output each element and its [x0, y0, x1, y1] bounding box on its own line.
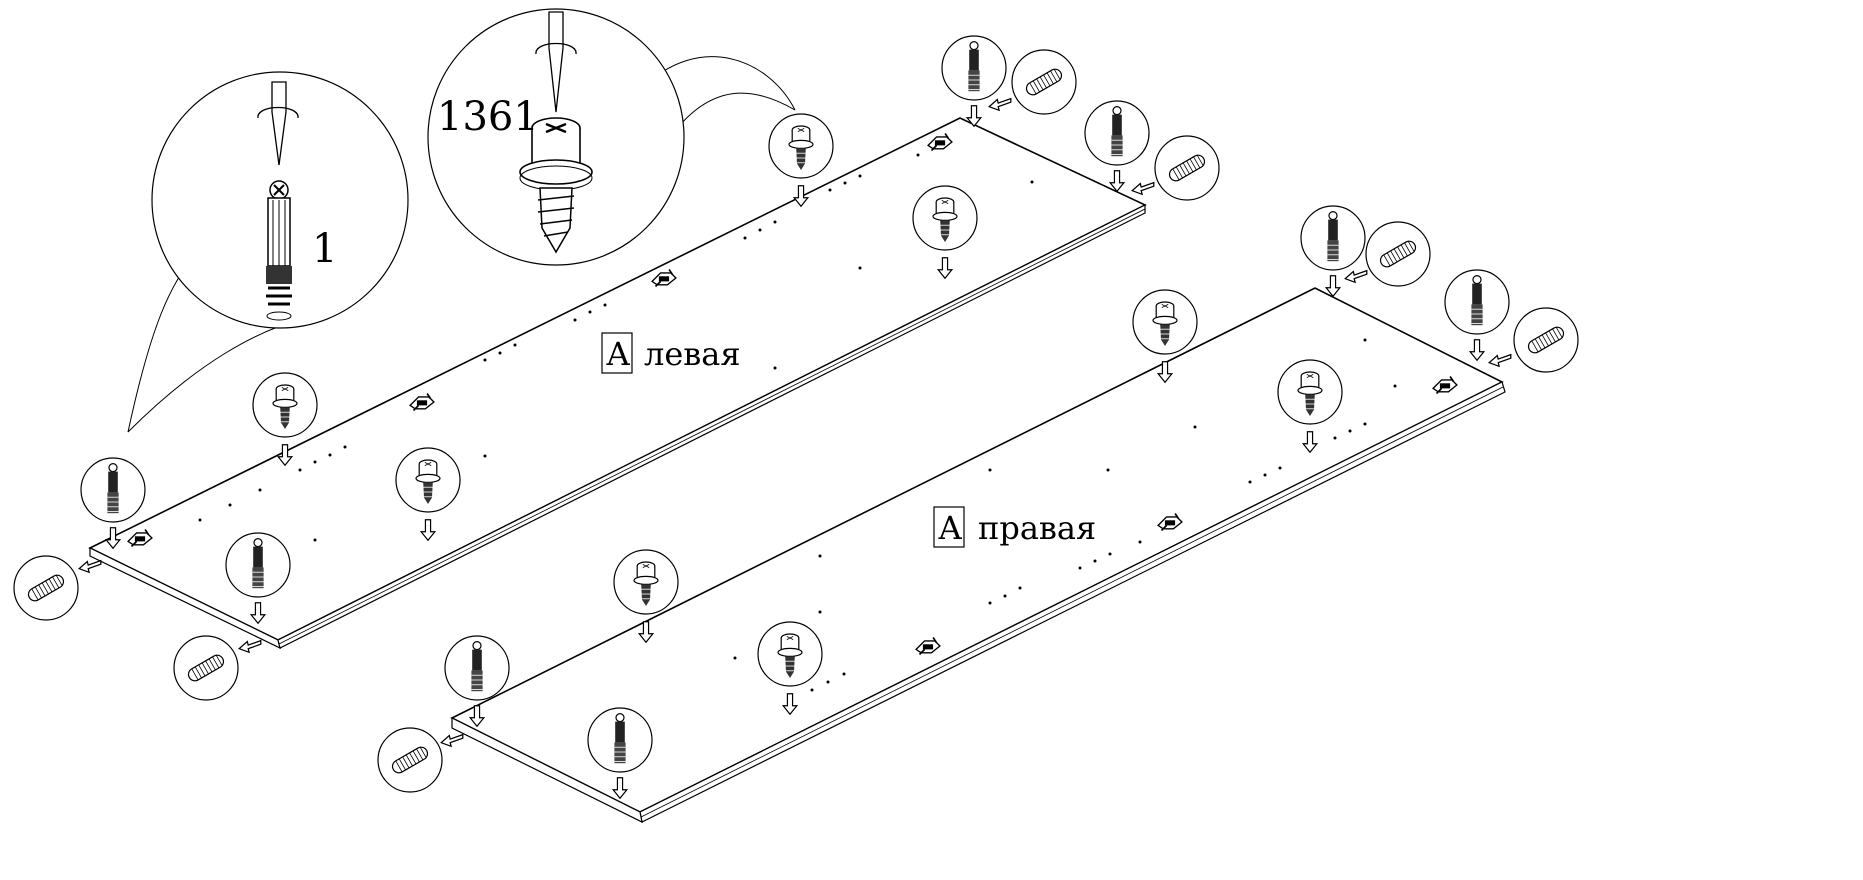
panel-right-letter: А: [938, 509, 962, 547]
panel-left: [88, 117, 1147, 650]
screwdriver-icon: [257, 81, 299, 166]
insert-arrow-icon: [440, 733, 464, 747]
insert-arrow-icon: [1325, 275, 1341, 297]
callout-cam-bolt: 1361: [427, 8, 796, 266]
drill-holes-left: [198, 153, 1034, 542]
insert-arrow-icon: [1488, 353, 1512, 367]
insert-arrow-icon: [1469, 339, 1485, 361]
callout-screw-dowel: 1: [127, 71, 409, 433]
cam-bolt-part-number: 1361: [437, 94, 539, 140]
insert-arrow-icon: [988, 97, 1012, 111]
screw-dowel-part-number: 1: [312, 226, 337, 272]
insert-arrow-icon: [78, 559, 102, 573]
label-right-panel: А правая: [933, 506, 1096, 548]
fittings-layer: [13, 35, 1579, 799]
insert-arrow-icon: [1109, 170, 1125, 192]
panel-left-letter: А: [606, 335, 630, 373]
panel-right: [450, 287, 1506, 824]
insert-arrow-icon: [1131, 181, 1155, 195]
screwdriver-icon: [535, 11, 577, 113]
drill-holes-right: [733, 338, 1397, 692]
panel-left-side: левая: [644, 335, 741, 373]
cam-bolt-icon: [519, 117, 593, 254]
insert-arrow-icon: [1344, 269, 1368, 283]
panel-right-side: правая: [978, 509, 1096, 547]
screw-dowel-icon: [266, 180, 292, 321]
insert-arrow-icon: [238, 639, 262, 653]
label-left-panel: А левая: [601, 332, 741, 374]
